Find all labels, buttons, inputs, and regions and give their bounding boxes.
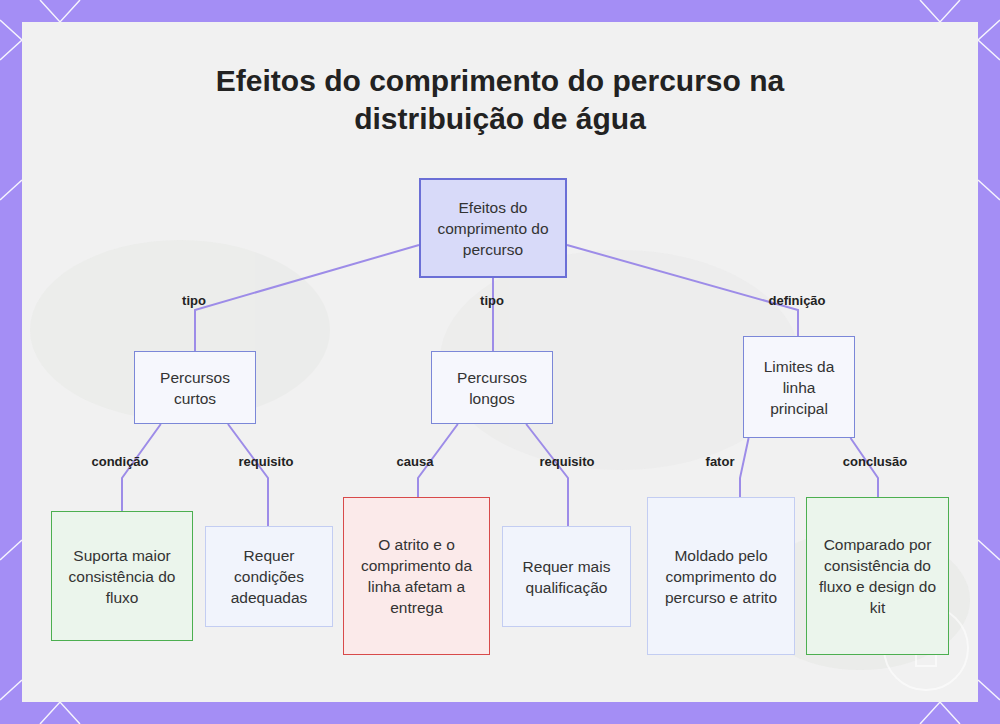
node-text: Percursos longos bbox=[440, 367, 544, 409]
edge-label: conclusão bbox=[843, 454, 907, 469]
node-text: Limites da linha principal bbox=[752, 356, 846, 419]
node-text: Requer mais qualificação bbox=[511, 556, 622, 598]
connector-line bbox=[740, 438, 749, 497]
conclusion-box: Comparado por consistência do fluxo e de… bbox=[806, 497, 949, 655]
node-text: Moldado pelo comprimento do percurso e a… bbox=[656, 545, 786, 608]
node-text: Requer condições adequadas bbox=[214, 545, 324, 608]
node-text: O atrito e o comprimento da linha afetam… bbox=[352, 534, 481, 618]
node-text: Suporta maior consistência do fluxo bbox=[60, 545, 184, 608]
detail-box: Requer mais qualificação bbox=[502, 526, 631, 627]
node-text-group: Suporta maior consistência do fluxo bbox=[60, 545, 184, 608]
edge-label: tipo bbox=[182, 293, 206, 308]
conclusion-box: Suporta maior consistência do fluxo bbox=[51, 511, 193, 641]
connector-line bbox=[526, 424, 568, 526]
node-text-group: Requer condições adequadas bbox=[214, 545, 324, 608]
node-text-group: Percursos longos bbox=[440, 367, 544, 409]
edge-label: tipo bbox=[480, 293, 504, 308]
connector-line bbox=[567, 245, 798, 336]
edge-label: fator bbox=[706, 454, 735, 469]
edge-label: condição bbox=[91, 454, 148, 469]
node-text-group: O atrito e o comprimento da linha afetam… bbox=[352, 534, 481, 618]
edge-label: causa bbox=[397, 454, 434, 469]
node-text: Percursos curtos bbox=[143, 367, 247, 409]
node-text-group: Efeitos do comprimento do percurso bbox=[429, 197, 557, 260]
edge-label: requisito bbox=[239, 454, 294, 469]
category-box: Percursos longos bbox=[431, 351, 553, 424]
node-text-group: Comparado por consistência do fluxo e de… bbox=[815, 534, 940, 618]
node-text: Efeitos do comprimento do percurso bbox=[429, 197, 557, 260]
node-text-group: Limites da linha principal bbox=[752, 356, 846, 419]
node-text-group: Percursos curtos bbox=[143, 367, 247, 409]
edge-label: requisito bbox=[540, 454, 595, 469]
blurred-photo bbox=[30, 240, 970, 670]
node-text: Comparado por consistência do fluxo e de… bbox=[815, 534, 940, 618]
diagram-title: Efeitos do comprimento do percurso na di… bbox=[150, 62, 850, 138]
connector-line bbox=[492, 278, 494, 351]
edge-label: definição bbox=[768, 293, 825, 308]
panel bbox=[22, 22, 978, 702]
node-text-group: Requer mais qualificação bbox=[511, 556, 622, 598]
category-box: Limites da linha principal bbox=[743, 336, 855, 438]
cause-box: O atrito e o comprimento da linha afetam… bbox=[343, 497, 490, 655]
node-text-group: Moldado pelo comprimento do percurso e a… bbox=[656, 545, 786, 608]
connector-line bbox=[228, 424, 268, 526]
detail-box: Moldado pelo comprimento do percurso e a… bbox=[647, 497, 795, 655]
root-box: Efeitos do comprimento do percurso bbox=[419, 178, 567, 278]
connector-line bbox=[195, 245, 419, 351]
detail-box: Requer condições adequadas bbox=[205, 526, 333, 627]
category-box: Percursos curtos bbox=[134, 351, 256, 424]
